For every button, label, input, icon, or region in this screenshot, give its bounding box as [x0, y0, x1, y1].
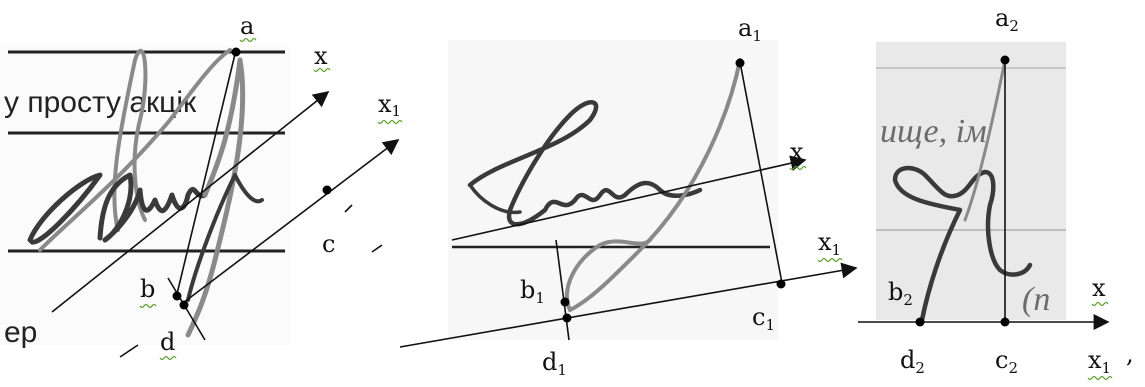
tick-mark — [119, 344, 139, 358]
line-a-b — [175, 49, 237, 299]
panel-1: у просту акцік ер a x x1 c b d — [0, 12, 403, 361]
point-a1 — [735, 58, 745, 68]
point-b1 — [560, 297, 570, 307]
panel-2-document-scan — [448, 40, 778, 340]
point-b2 — [915, 317, 925, 327]
signature-stroke — [467, 100, 703, 227]
label-x1: x1 — [1088, 346, 1111, 377]
line-b1-d1 — [555, 239, 570, 341]
signature-stroke — [568, 58, 742, 312]
label-underline — [1087, 375, 1113, 381]
label-underline — [789, 165, 807, 171]
trailing-comma: , — [1126, 340, 1134, 368]
point-d1 — [562, 313, 572, 323]
point-a — [231, 47, 241, 57]
signature-stroke — [186, 173, 264, 302]
doc-text-bottom: ер — [4, 316, 37, 349]
point-b — [172, 291, 182, 301]
point-c1 — [776, 279, 786, 289]
axis-x-arrow — [451, 155, 807, 241]
signature-stroke — [38, 48, 232, 252]
tick-mark — [371, 244, 383, 253]
tick-mark — [344, 204, 353, 213]
signature-stroke — [112, 49, 148, 232]
point-c — [322, 185, 332, 195]
label-underline — [817, 257, 843, 263]
line-a1-c1 — [739, 61, 783, 284]
signature-stroke — [468, 183, 522, 215]
axis-x-arrow — [51, 91, 330, 313]
signature-stroke — [892, 165, 1033, 323]
doc-text-top: ище, ім — [880, 113, 987, 150]
label-c1: c1 — [752, 303, 775, 334]
label-underline — [377, 119, 403, 125]
point-a2 — [1000, 55, 1010, 65]
label-underline — [139, 303, 157, 309]
label-d1: d1 — [542, 348, 567, 379]
label-b: b — [140, 275, 155, 303]
panel-2: a1 x x1 b1 c1 d1 — [399, 14, 858, 379]
label-d2: d2 — [900, 346, 925, 377]
signature-stroke — [963, 58, 1007, 222]
line-b-d — [167, 277, 206, 341]
panel-3-document-scan: ище, ім (п — [876, 42, 1066, 323]
label-a2: a2 — [995, 4, 1019, 35]
label-c2: c2 — [995, 346, 1018, 377]
label-a: a — [240, 12, 254, 40]
label-underline — [313, 67, 331, 73]
signature-stroke — [564, 238, 652, 312]
panel-1-document-scan: у просту акцік ер — [0, 45, 290, 349]
label-b1: b1 — [520, 276, 545, 307]
doc-text-bottom: (п — [1022, 281, 1050, 318]
label-underline — [239, 37, 257, 43]
label-d: d — [160, 328, 175, 356]
label-b2: b2 — [888, 278, 913, 309]
label-underline — [159, 355, 177, 361]
label-x: x — [1092, 274, 1106, 302]
label-underline — [1091, 301, 1109, 307]
label-x: x — [314, 42, 328, 70]
label-x1: x1 — [818, 228, 841, 259]
label-x1: x1 — [378, 90, 401, 120]
signature-stroke — [97, 172, 208, 243]
axis-x1-arrow — [182, 139, 400, 304]
point-c2 — [1000, 317, 1010, 327]
point-d — [179, 300, 189, 310]
panel-3: ище, ім (п a2 b2 x d2 c2 x1 , — [858, 4, 1134, 381]
doc-text-top: у просту акцік — [4, 86, 197, 119]
signature-stroke — [27, 172, 103, 245]
label-c: c — [322, 230, 335, 258]
label-a1: a1 — [738, 14, 762, 45]
signature-stroke — [185, 57, 246, 338]
label-x: x — [790, 138, 804, 166]
